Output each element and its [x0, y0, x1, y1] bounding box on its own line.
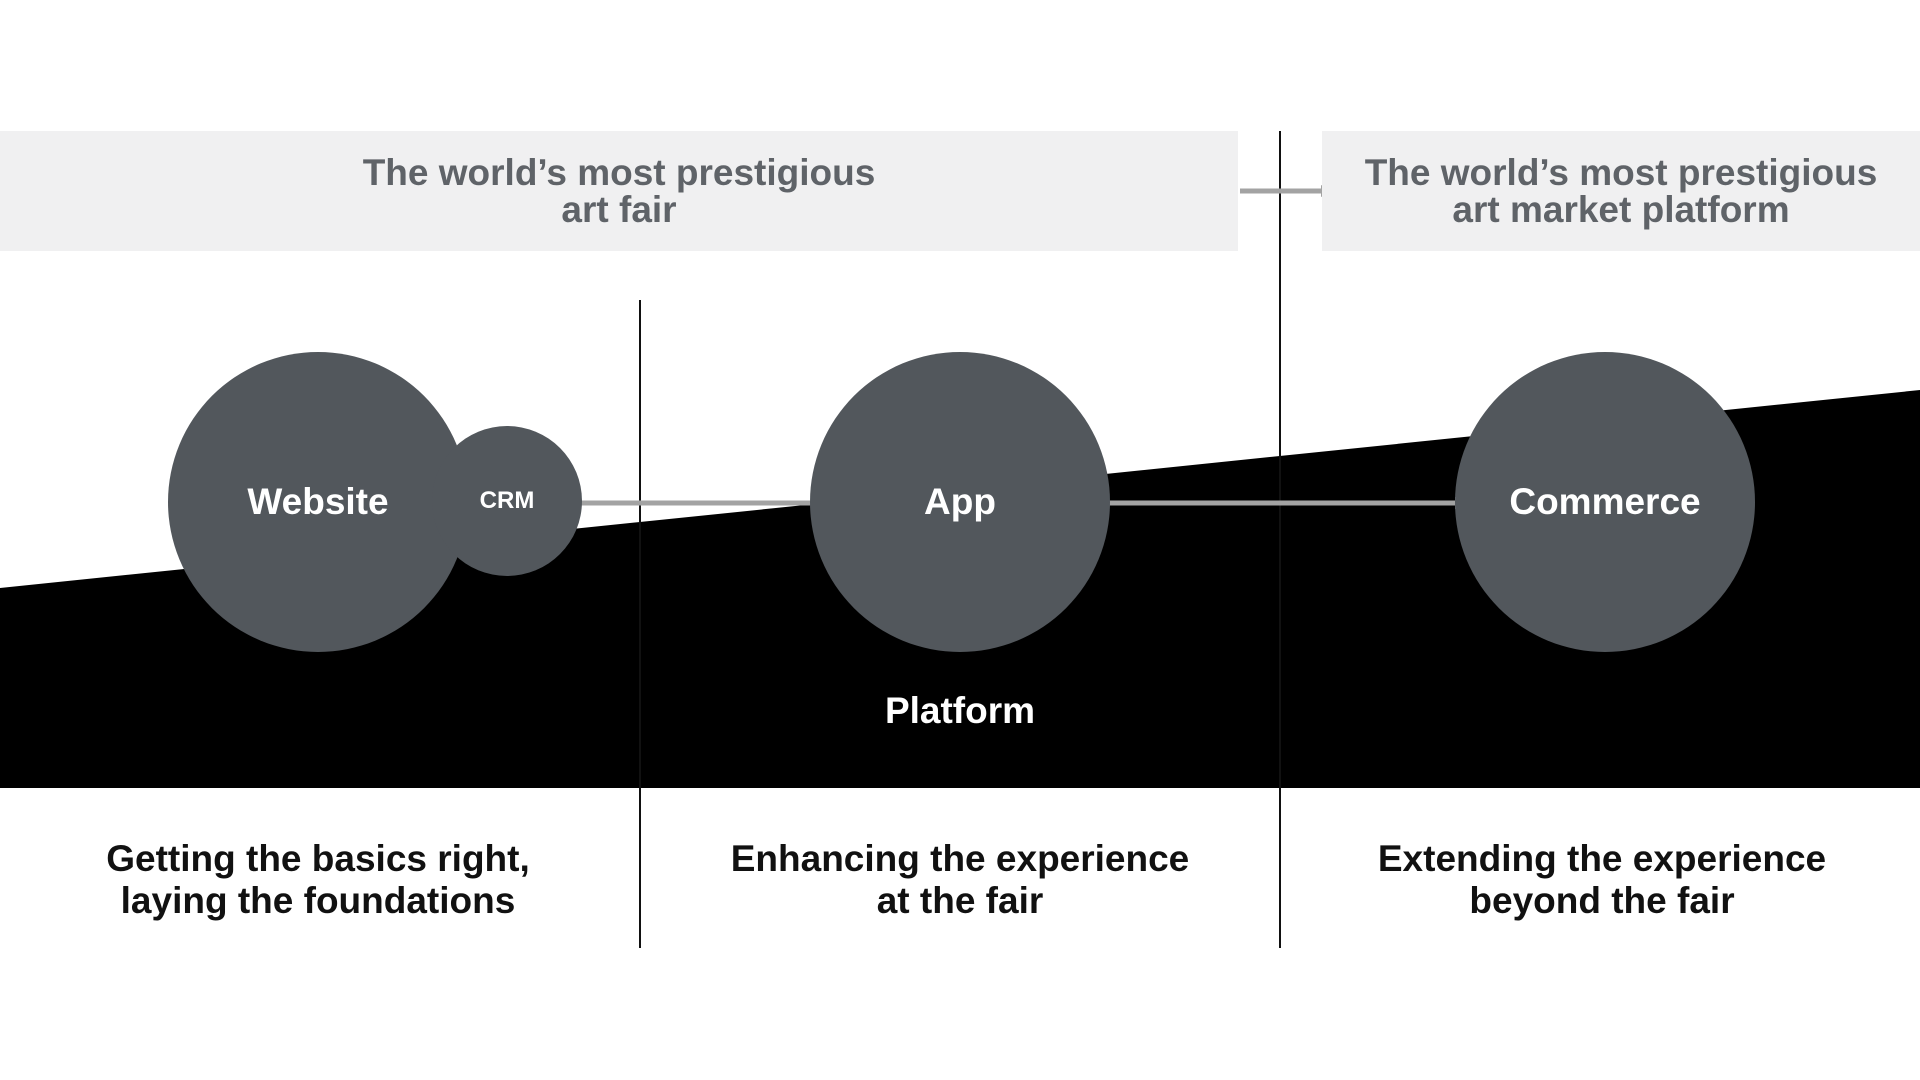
banner-current-line-1: The world’s most prestigious [362, 152, 876, 193]
crm-node: CRM [432, 426, 582, 576]
website-node: Website [168, 352, 468, 652]
commerce-node: Commerce [1455, 352, 1755, 652]
banner-future-line-2: art market platform [1452, 189, 1790, 230]
app-node-label: App [924, 481, 996, 522]
phase-1-caption: Getting the basics right, laying the fou… [18, 838, 618, 922]
crm-node-label: CRM [479, 487, 535, 514]
phase-2-caption: Enhancing the experience at the fair [660, 838, 1260, 922]
phase-2-line-1: Enhancing the experience [730, 838, 1190, 879]
phase-3-caption: Extending the experience beyond the fair [1302, 838, 1902, 922]
phase-3-line-1: Extending the experience [1377, 838, 1827, 879]
phase-3-line-2: beyond the fair [1469, 880, 1735, 921]
commerce-node-label: Commerce [1509, 481, 1701, 522]
phase-2-line-2: at the fair [876, 880, 1044, 921]
banner-future-state: The world’s most prestigious art market … [1322, 131, 1920, 251]
phase-1-line-2: laying the foundations [120, 880, 516, 921]
banner-future-line-1: The world’s most prestigious [1364, 152, 1878, 193]
banner-current-line-2: art fair [561, 189, 677, 230]
app-node: App [810, 352, 1110, 652]
phase-1-line-1: Getting the basics right, [106, 838, 530, 879]
banner-current-state: The world’s most prestigious art fair [0, 131, 1238, 251]
platform-label: Platform [884, 690, 1036, 731]
website-node-label: Website [247, 481, 389, 522]
